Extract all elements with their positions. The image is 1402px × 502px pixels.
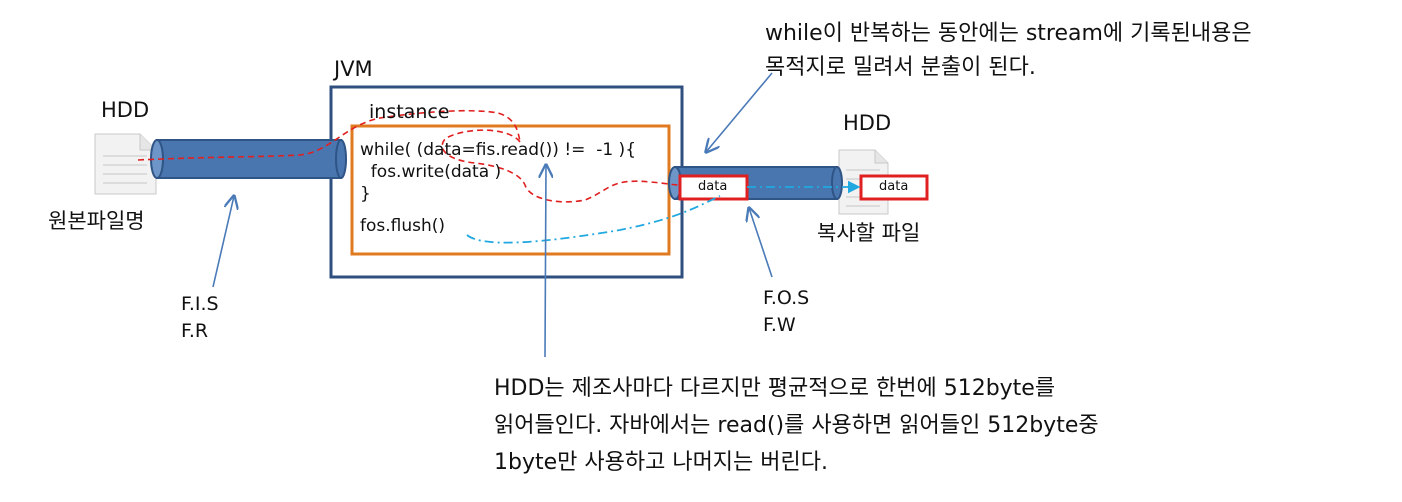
instance-label: instance bbox=[369, 99, 450, 125]
fos-pointer-arrow bbox=[749, 208, 772, 277]
pipe-data-label: data bbox=[698, 179, 727, 195]
hdd-note-line-1: HDD는 제조사마다 다르지만 평균적으로 한번에 512byte를 bbox=[494, 372, 1055, 406]
fis-label: F.I.S bbox=[181, 291, 219, 317]
target-file-label: 복사할 파일 bbox=[817, 220, 920, 246]
read-pointer-arrow bbox=[545, 165, 546, 357]
right-hdd-label: HDD bbox=[843, 110, 891, 136]
fw-label: F.W bbox=[763, 312, 796, 338]
source-file-label: 원본파일명 bbox=[48, 208, 145, 234]
hdd-note-line-3: 1byte만 사용하고 나머지는 버린다. bbox=[494, 446, 828, 480]
flow-note-line-2: 목적지로 밀려서 분출이 된다. bbox=[765, 51, 1036, 85]
code-line-flush: fos.flush() bbox=[360, 215, 445, 237]
jvm-label: JVM bbox=[334, 56, 373, 82]
left-hdd-label: HDD bbox=[101, 97, 149, 123]
fr-label: F.R bbox=[181, 318, 208, 344]
code-line-while: while( (data=fis.read()) != -1 ){ bbox=[360, 139, 636, 161]
flow-note-line-1: while이 반복하는 동안에는 stream에 기록된내용은 bbox=[765, 17, 1252, 51]
file-data-label: data bbox=[879, 179, 908, 195]
hdd-note-line-2: 읽어들인다. 자바에서는 read()를 사용하면 읽어들인 512byte중 bbox=[494, 409, 1099, 443]
source-document-icon bbox=[95, 134, 156, 194]
flow-note-arrow bbox=[706, 73, 772, 152]
fos-label: F.O.S bbox=[763, 285, 809, 311]
code-line-write: fos.write(data ) bbox=[360, 161, 501, 183]
code-line-close: } bbox=[360, 183, 371, 205]
fis-pointer-arrow bbox=[213, 196, 234, 287]
